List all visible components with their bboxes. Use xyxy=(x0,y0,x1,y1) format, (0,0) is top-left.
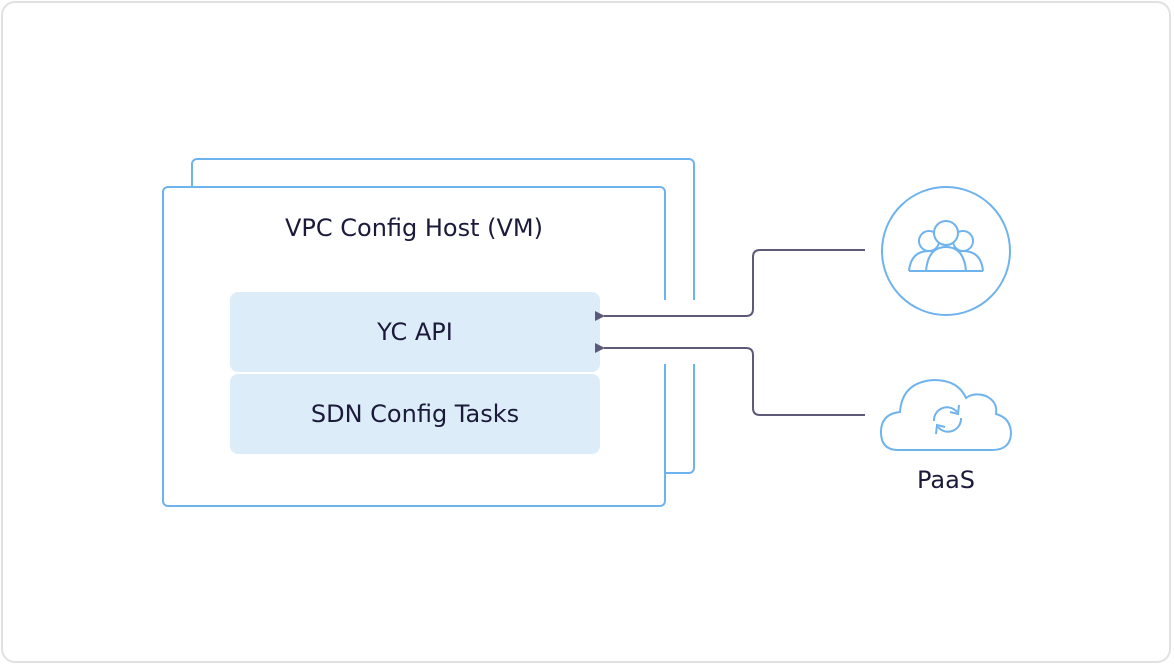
sdn-config-tasks-block: SDN Config Tasks xyxy=(230,374,600,454)
connector-gap xyxy=(656,300,706,364)
yc-api-label: YC API xyxy=(377,318,453,346)
paas-actor xyxy=(878,374,1014,454)
paas-label: PaaS xyxy=(916,466,976,494)
host-title: VPC Config Host (VM) xyxy=(284,214,544,242)
users-actor xyxy=(880,185,1012,317)
users-group-icon xyxy=(881,186,1011,316)
sdn-config-tasks-label: SDN Config Tasks xyxy=(310,400,520,428)
yc-api-block: YC API xyxy=(230,292,600,372)
cloud-sync-icon xyxy=(879,378,1013,451)
